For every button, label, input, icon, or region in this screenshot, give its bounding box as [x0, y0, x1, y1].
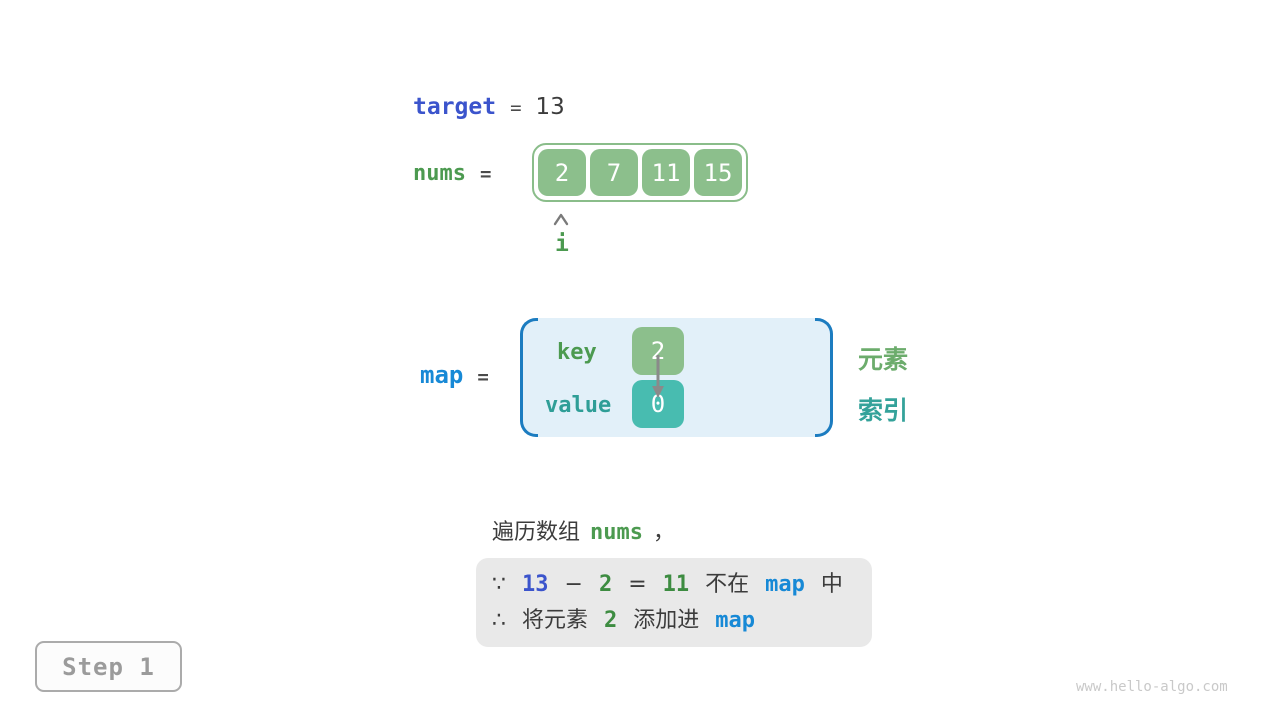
caption-suffix: ， — [653, 520, 676, 545]
array-cell: 11 — [642, 149, 690, 196]
index-caret-icon — [552, 211, 570, 226]
array-cell-value: 2 — [554, 158, 570, 187]
note-add-suffix-text: 添加进 — [633, 608, 700, 633]
map-container: key value 2 0 — [520, 318, 833, 437]
therefore-symbol: ∴ — [492, 608, 506, 633]
because-symbol: ∵ — [492, 572, 506, 597]
step-badge: Step 1 — [35, 641, 182, 692]
minus-sign: − — [564, 572, 583, 597]
nums-array: 2 7 11 15 — [532, 143, 748, 202]
note-line-2: ∴ 将元素 2 添加进 map — [492, 603, 872, 639]
caption-prefix: 遍历数组 — [492, 520, 581, 545]
target-label: target — [413, 94, 497, 120]
note-not-in-text: 不在 — [705, 572, 750, 597]
caption-text: 遍历数组 nums ， — [492, 514, 675, 546]
target-value: 13 — [535, 94, 565, 120]
map-equals: = — [477, 366, 489, 388]
map-label: map — [420, 361, 464, 389]
index-pointer-label: i — [555, 231, 569, 257]
caption-code-nums: nums — [590, 520, 643, 545]
map-bracket-left — [520, 318, 538, 437]
nums-equals: = — [479, 163, 492, 185]
note-add-prefix-text: 将元素 — [522, 608, 589, 633]
map-key-value: 2 — [650, 337, 666, 365]
note-diff-number: 11 — [662, 572, 690, 597]
array-cell-value: 7 — [606, 158, 622, 187]
array-cell-value: 11 — [651, 158, 681, 187]
array-cell: 15 — [694, 149, 742, 196]
note-add-element-number: 2 — [604, 608, 618, 633]
element-label: 元素 — [858, 345, 909, 374]
target-equals: = — [510, 97, 522, 119]
key-label: key — [557, 340, 597, 365]
note-line-1: ∵ 13 − 2 = 11 不在 map 中 — [492, 567, 872, 603]
map-bracket-right — [815, 318, 833, 437]
note-box: ∵ 13 − 2 = 11 不在 map 中 ∴ 将元素 2 添加进 map — [476, 558, 872, 647]
map-line-label: map = — [420, 361, 503, 389]
note-element-number: 2 — [598, 572, 613, 597]
key-to-value-arrow-icon — [650, 353, 666, 403]
nums-label: nums — [413, 161, 466, 186]
index-label: 索引 — [858, 396, 909, 425]
array-cell: 2 — [538, 149, 586, 196]
target-line: target = 13 — [413, 94, 565, 120]
nums-line-label: nums = — [413, 161, 505, 186]
note-target-number: 13 — [522, 572, 549, 597]
array-cell-value: 15 — [703, 158, 733, 187]
array-cell: 7 — [590, 149, 638, 196]
note-add-map-code: map — [715, 608, 756, 633]
note-in-text: 中 — [820, 572, 843, 597]
map-value-value: 0 — [650, 390, 666, 418]
value-label: value — [545, 393, 612, 418]
step-label: Step 1 — [62, 652, 155, 681]
note-map-code: map — [765, 572, 805, 597]
equals-sign: = — [628, 572, 647, 597]
watermark: www.hello-algo.com — [1076, 679, 1228, 695]
